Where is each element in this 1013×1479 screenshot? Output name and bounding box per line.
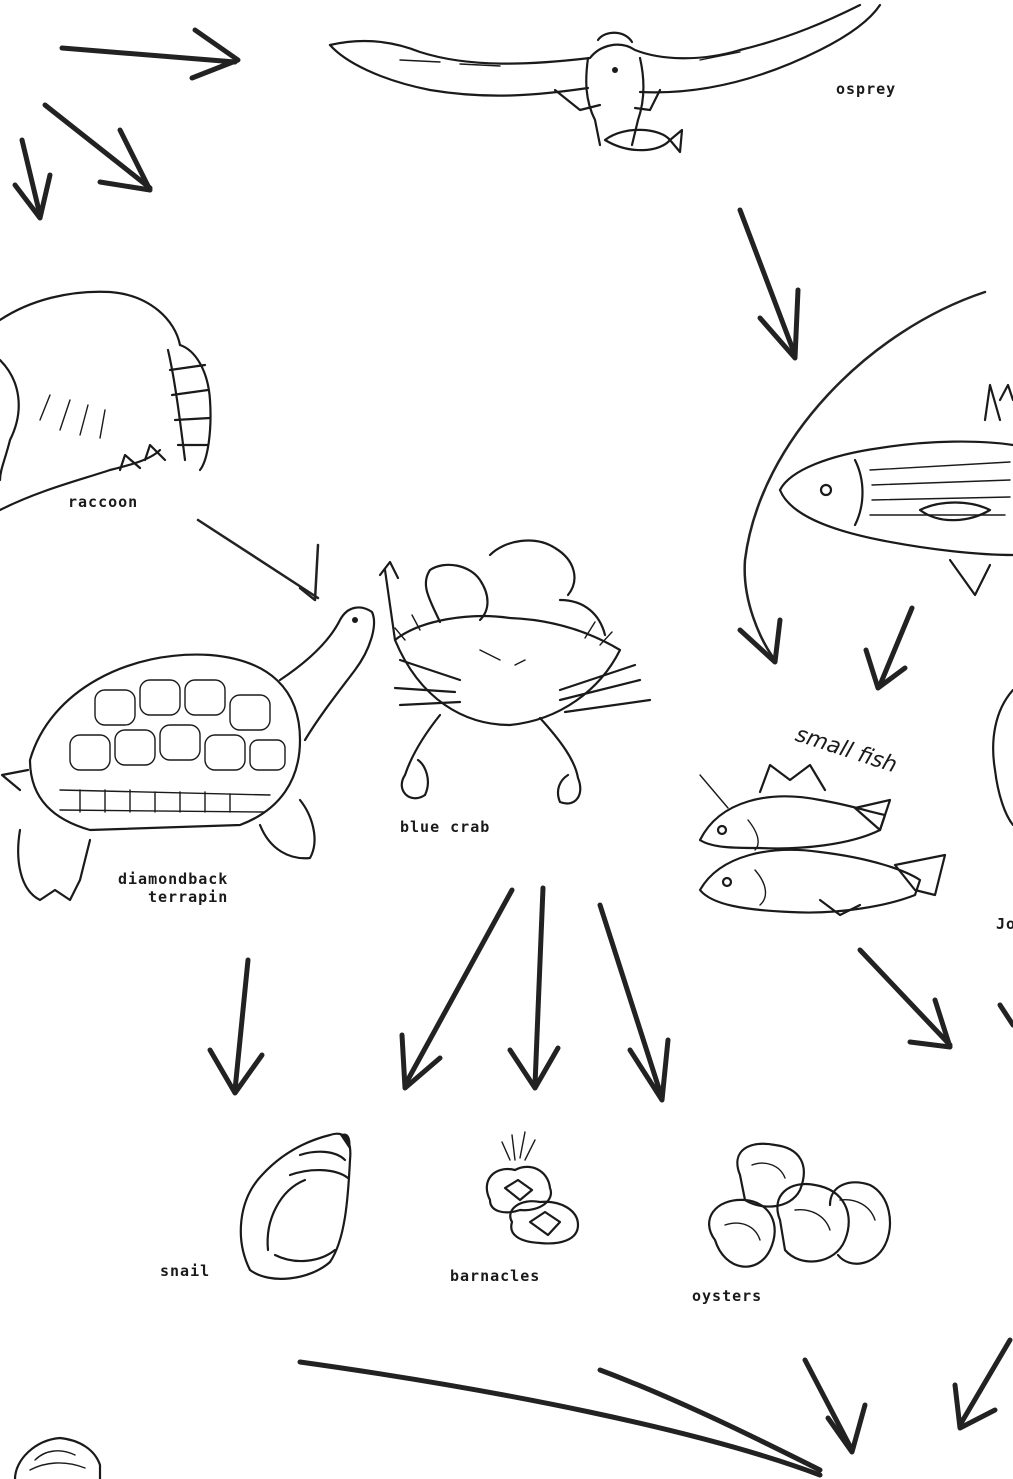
arrow-bass-to-small-fish <box>866 608 912 688</box>
arrow-crab-to-oysters <box>600 905 668 1100</box>
barnacles-drawing <box>487 1132 578 1243</box>
oysters-drawing <box>709 1144 890 1267</box>
raccoon-drawing <box>0 292 211 510</box>
label-terrapin-line1: diamondback <box>118 870 228 888</box>
label-terrapin-line2: terrapin <box>148 888 228 906</box>
terrapin-drawing <box>2 607 374 900</box>
arrow-curve-to-small-fish <box>740 292 985 662</box>
label-oysters: oysters <box>692 1287 762 1305</box>
arrow-crab-to-snail <box>402 890 512 1088</box>
arrow-bottom-right-2 <box>955 1340 1010 1428</box>
striped-bass-drawing <box>780 385 1013 595</box>
shell-drawing <box>15 1438 100 1479</box>
arrow-terrapin-to-snail <box>210 960 262 1093</box>
label-blue-crab: blue crab <box>400 818 490 836</box>
label-barnacles: barnacles <box>450 1267 540 1285</box>
label-partial-right: Jo <box>996 915 1013 933</box>
small-fish-drawing <box>700 765 945 915</box>
arrow-crab-to-barnacles <box>510 888 558 1088</box>
arrow-raccoon-to-terrapin <box>198 520 318 600</box>
arrow-top-left-horizontal <box>62 30 238 78</box>
arrow-right-edge <box>1000 1005 1013 1025</box>
arrow-top-left-down <box>15 140 50 218</box>
arrow-small-fish-down-right <box>860 950 950 1047</box>
label-raccoon: raccoon <box>68 493 138 511</box>
partial-right-creature <box>993 690 1013 825</box>
arrow-osprey-to-bass <box>740 210 798 358</box>
arrow-top-left-diagonal <box>45 105 150 190</box>
crab-drawing <box>380 541 650 804</box>
arrow-bottom-long-1 <box>300 1362 820 1475</box>
label-snail: snail <box>160 1262 210 1280</box>
osprey-drawing <box>330 5 880 152</box>
label-osprey: osprey <box>836 80 896 98</box>
snail-drawing <box>241 1133 351 1278</box>
arrow-bottom-right-1 <box>805 1360 865 1452</box>
